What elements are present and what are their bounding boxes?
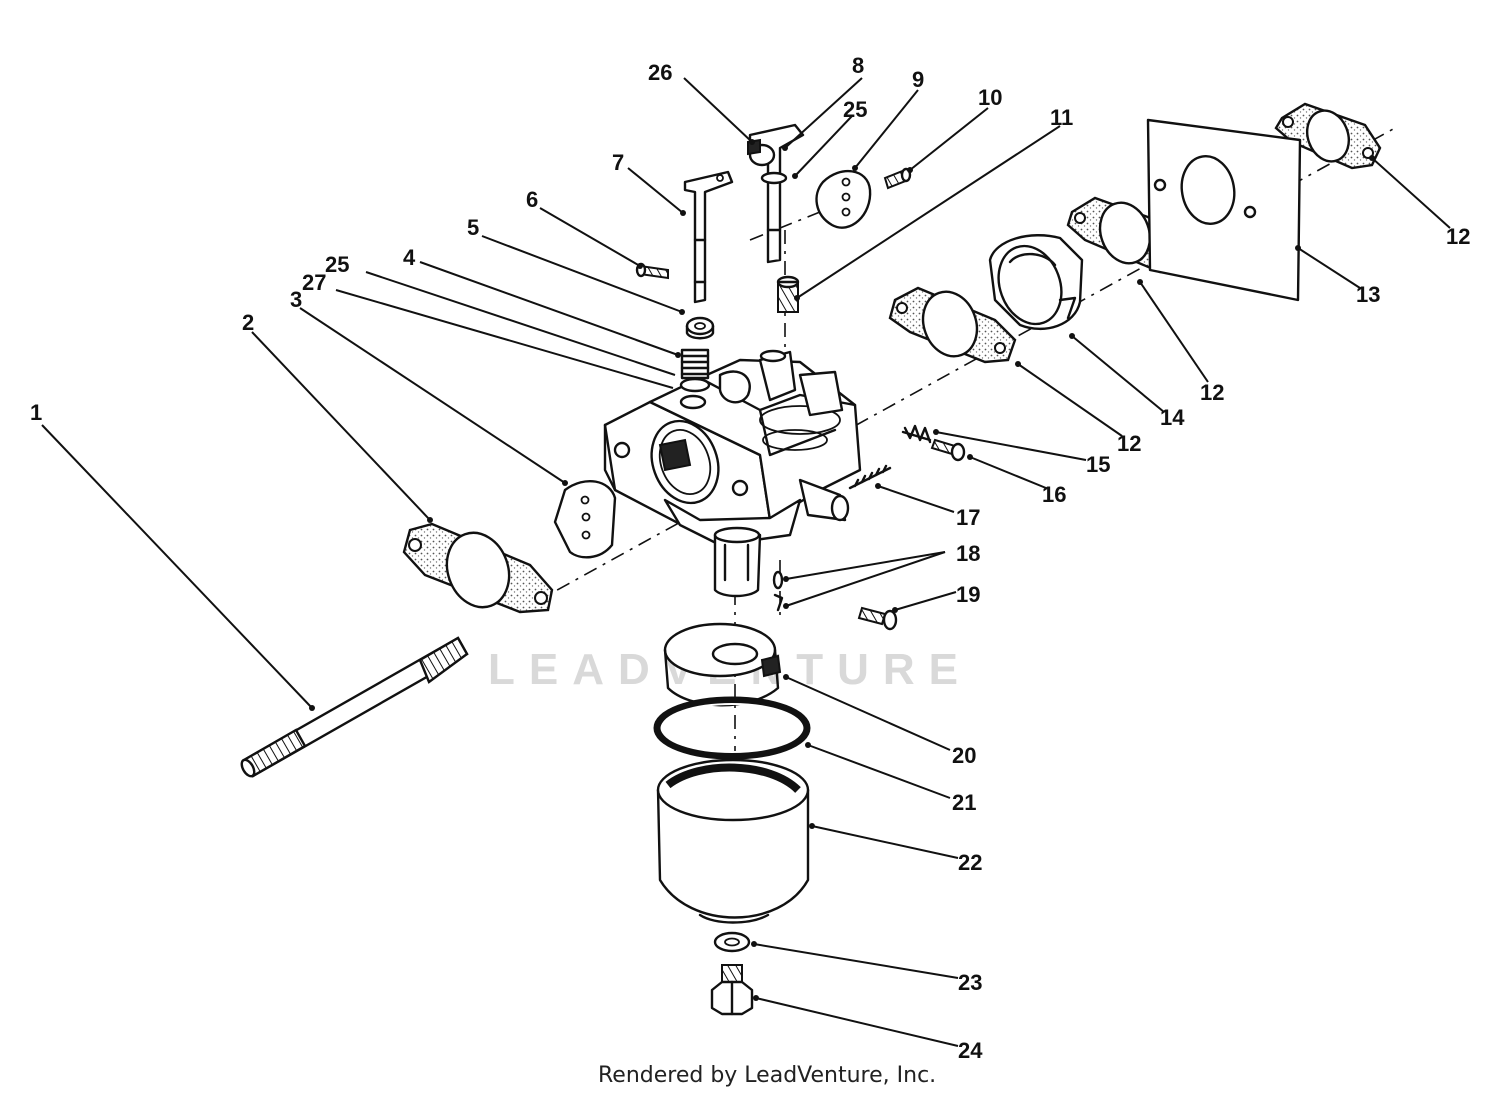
callout-12-b: 12 xyxy=(1200,380,1224,405)
part-12-gasket-c xyxy=(1274,102,1382,170)
part-14-spacer xyxy=(988,234,1084,330)
callout-14: 14 xyxy=(1160,405,1185,430)
part-18-pin xyxy=(772,570,784,612)
leader-dots xyxy=(309,139,1375,1001)
callout-24: 24 xyxy=(958,1038,983,1063)
callout-5: 5 xyxy=(467,215,479,240)
callout-12-a: 12 xyxy=(1446,224,1470,249)
callout-10: 10 xyxy=(978,85,1002,110)
credit-text: Rendered by LeadVenture, Inc. xyxy=(598,1063,936,1088)
part-17-spring xyxy=(848,464,892,490)
callout-11: 11 xyxy=(1050,105,1073,130)
centerlines xyxy=(529,127,1396,840)
callout-26: 26 xyxy=(648,60,672,85)
part-9-choke-plate xyxy=(815,169,872,229)
callout-8: 8 xyxy=(852,53,864,78)
callout-23: 23 xyxy=(958,970,982,995)
callout-25-b: 25 xyxy=(843,97,867,122)
callout-20: 20 xyxy=(952,743,976,768)
part-7-throttle-shaft xyxy=(683,170,734,304)
callout-7: 7 xyxy=(612,150,624,175)
callout-labels: 1 2 3 4 5 6 7 8 9 10 11 12 13 12 14 12 1… xyxy=(30,53,1470,1063)
part-20-float xyxy=(663,622,782,707)
callout-15: 15 xyxy=(1086,452,1110,477)
part-8-choke-shaft xyxy=(747,123,805,264)
part-11-screw xyxy=(776,275,800,313)
callout-17: 17 xyxy=(956,505,980,530)
part-6-screw xyxy=(635,262,669,280)
part-15-spring xyxy=(901,424,932,444)
part-5-washer xyxy=(685,316,715,340)
part-3-plate xyxy=(553,480,617,559)
part-19-screw xyxy=(857,606,898,631)
part-13-plate xyxy=(1146,118,1302,302)
callout-4: 4 xyxy=(403,245,416,270)
callout-27: 27 xyxy=(302,270,326,295)
callout-9: 9 xyxy=(912,67,924,92)
callout-1: 1 xyxy=(30,400,42,425)
callout-12-c: 12 xyxy=(1117,431,1141,456)
callout-18: 18 xyxy=(956,541,980,566)
callout-19: 19 xyxy=(956,582,980,607)
leader-lines xyxy=(41,77,1451,1047)
part-23-washer xyxy=(713,931,751,953)
callout-2: 2 xyxy=(242,310,254,335)
callout-21: 21 xyxy=(952,790,976,815)
callout-6: 6 xyxy=(526,187,538,212)
part-22-bowl xyxy=(656,758,810,924)
callout-22: 22 xyxy=(958,850,982,875)
part-24-bolt xyxy=(710,964,754,1016)
carburetor-body xyxy=(603,348,862,598)
callout-16: 16 xyxy=(1042,482,1066,507)
part-10-screw xyxy=(883,167,912,190)
callout-25-a: 25 xyxy=(325,252,349,277)
part-1-stud xyxy=(240,636,469,778)
part-2-gasket xyxy=(402,522,554,614)
part-16-screw xyxy=(930,438,966,462)
part-21-oring xyxy=(653,696,811,760)
callout-3: 3 xyxy=(290,287,302,312)
callout-13: 13 xyxy=(1356,282,1380,307)
part-12-gasket-a xyxy=(888,286,1017,364)
